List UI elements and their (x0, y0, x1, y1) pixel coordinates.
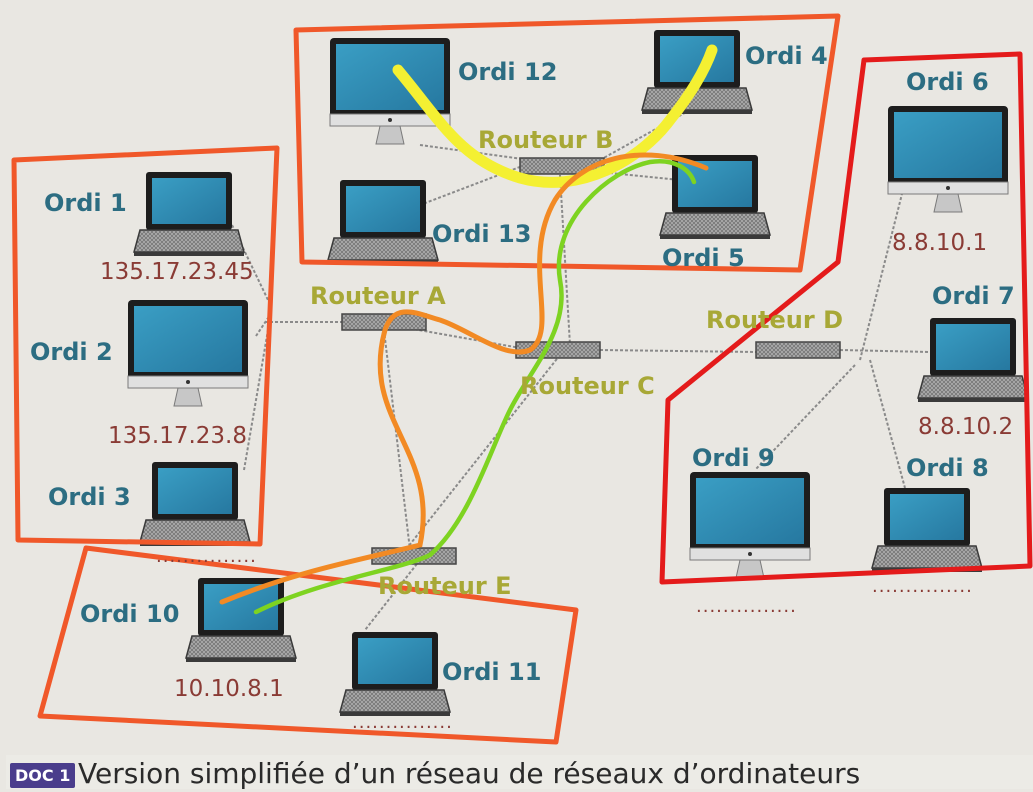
path-yellow-line (392, 44, 718, 188)
ordi2-desktop-icon (127, 299, 249, 407)
ordi13-label: Ordi 13 (432, 220, 532, 248)
ordi4-label: Ordi 4 (745, 42, 828, 70)
ordi7-laptop-icon (917, 317, 1029, 403)
ordi9-desktop-icon (689, 471, 811, 579)
ordi11-label: Ordi 11 (442, 658, 542, 686)
ordi10-laptop-icon (185, 577, 297, 663)
ordi8-ip-placeholder: ............... (872, 576, 973, 597)
ordi6-desktop-icon (887, 105, 1009, 213)
ordi1-ip: 135.17.23.45 (100, 259, 254, 285)
group-left-outline (11, 145, 280, 547)
ordi11-laptop-icon (339, 631, 451, 717)
ordi10-label: Ordi 10 (80, 600, 180, 628)
router-e-label: Routeur E (378, 572, 512, 600)
router-d-icon (755, 341, 841, 359)
ordi2-ip: 135.17.23.8 (108, 423, 247, 449)
ordi13-laptop-icon (327, 179, 439, 265)
ordi7-ip: 8.8.10.2 (918, 414, 1014, 440)
figure-caption: DOC 1 Version simplifiée d’un réseau de … (6, 755, 1033, 790)
ordi12-label: Ordi 12 (458, 58, 558, 86)
ordi9-ip-placeholder: ............... (696, 596, 797, 617)
ordi6-ip: 8.8.10.1 (892, 230, 988, 256)
ordi2-label: Ordi 2 (30, 338, 113, 366)
ordi5-label: Ordi 5 (662, 244, 745, 272)
ordi1-label: Ordi 1 (44, 189, 127, 217)
doc-badge: DOC 1 (10, 763, 76, 788)
ordi8-laptop-icon (871, 487, 983, 573)
group-right-outline (659, 51, 1033, 585)
group-bottom-outline (37, 545, 579, 745)
path-green-line (253, 158, 697, 615)
ordi11-ip-placeholder: ............... (352, 712, 453, 733)
ordi8-label: Ordi 8 (906, 454, 989, 482)
router-d-label: Routeur D (706, 306, 844, 334)
ordi9-label: Ordi 9 (692, 444, 775, 472)
cable-lines (231, 109, 931, 631)
router-c-label: Routeur C (520, 372, 655, 400)
ordi6-label: Ordi 6 (906, 68, 989, 96)
ordi3-ip-placeholder: ............... (156, 546, 257, 567)
ordi12-desktop-icon (329, 37, 451, 145)
ordi7-label: Ordi 7 (932, 282, 1015, 310)
router-a-label: Routeur A (310, 282, 446, 310)
group-outlines (11, 13, 1033, 745)
ordi10-ip: 10.10.8.1 (174, 676, 284, 702)
caption-text: Version simplifiée d’un réseau de réseau… (78, 757, 861, 790)
ordi3-laptop-icon (139, 461, 251, 547)
path-orange-line (219, 152, 709, 605)
router-b-label: Routeur B (478, 126, 614, 154)
ordi1-laptop-icon (133, 171, 245, 257)
ordi5-laptop-icon (659, 154, 771, 240)
ordi3-label: Ordi 3 (48, 483, 131, 511)
group-top-outline (293, 13, 841, 273)
